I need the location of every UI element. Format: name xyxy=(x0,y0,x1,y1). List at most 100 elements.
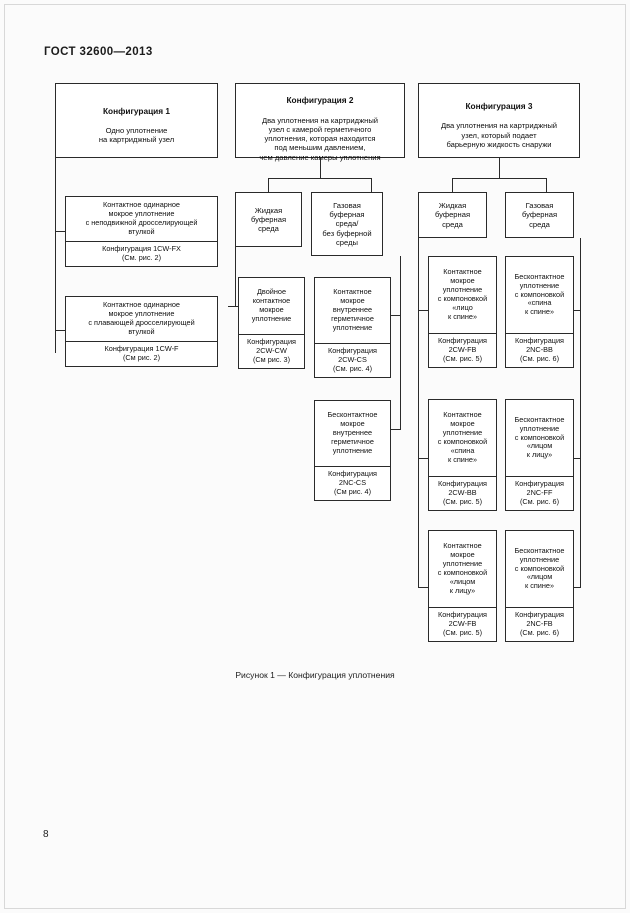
config3-liquid-item-1-config-wrap: Конфигурация 2CW-FB (См. рис. 5) xyxy=(429,333,496,367)
config3-liquid-item-1-config: Конфигурация 2CW-FB (См. рис. 5) xyxy=(438,336,487,363)
config3-title-box: Конфигурация 3 Два уплотнения на картрид… xyxy=(418,83,580,158)
config2-gas-item-1-description: Контактное мокрое внутреннее герметичное… xyxy=(331,287,374,332)
config2-gas-item-1-config-wrap: Конфигурация 2CW-CS (См. рис. 4) xyxy=(315,343,390,377)
config1-branch-2-config-wrap: Конфигурация 1CW-F (См рис. 2) xyxy=(66,341,217,366)
config3-liquid-item-1: Контактное мокрое уплотнение с компоновк… xyxy=(428,256,497,368)
config1-branch-1-config-wrap: Конфигурация 1CW-FX (См. рис. 2) xyxy=(66,241,217,266)
config3-connector-bar xyxy=(452,178,547,179)
config3-gas-item-2-description-wrap: Бесконтактное уплотнение с компоновкой «… xyxy=(506,400,573,476)
config1-heading: Конфигурация 1 xyxy=(102,105,171,116)
config2-connector-right-drop xyxy=(371,178,372,192)
config2-liquid-item-1-config: Конфигурация 2CW-CW (См рис. 3) xyxy=(247,337,296,364)
config3-gas-stub-2 xyxy=(571,458,581,459)
config3-gas-item-2-description: Бесконтактное уплотнение с компоновкой «… xyxy=(514,414,565,460)
config3-liquid-item-2-config: Конфигурация 2CW-BB (См. рис. 5) xyxy=(438,479,487,506)
config2-liquid-stub-1 xyxy=(228,306,238,307)
config3-gas-item-2-config: Конфигурация 2NC-FF (См. рис. 6) xyxy=(515,479,564,506)
config2-gas-item-1-description-wrap: Контактное мокрое внутреннее герметичное… xyxy=(315,278,390,343)
config2-title-box: Конфигурация 2 Два уплотнения на картрид… xyxy=(235,83,405,162)
config2-media-liquid-label: Жидкая буферная среда xyxy=(250,205,287,234)
config1-stub-2 xyxy=(55,330,65,331)
config1-branch-1-config: Конфигурация 1CW-FX (См. рис. 2) xyxy=(102,244,181,262)
config2-heading: Конфигурация 2 xyxy=(286,95,354,106)
config3-liquid-stub-3 xyxy=(418,587,428,588)
config3-gas-stub-3 xyxy=(571,587,581,588)
config3-gas-item-3: Бесконтактное уплотнение с компоновкой «… xyxy=(505,530,574,642)
config3-media-gas-label-wrap: Газовая буферная среда xyxy=(506,193,573,237)
page-number: 8 xyxy=(43,829,49,840)
config3-gas-item-1-config-wrap: Конфигурация 2NC-BB (См. рис. 6) xyxy=(506,333,573,367)
config3-liquid-item-2-description: Контактное мокрое уплотнение с компоновк… xyxy=(437,410,488,464)
config1-title-content: Конфигурация 1 Одно уплотнение на картри… xyxy=(56,84,217,157)
config1-branch-1: Контактное одинарное мокрое уплотнение с… xyxy=(65,196,218,267)
config2-gas-trunk xyxy=(400,256,401,430)
config2-gas-item-1-config: Конфигурация 2CW-CS (См. рис. 4) xyxy=(328,346,377,373)
config1-connector-trunk xyxy=(55,158,56,353)
config3-liquid-item-1-description-wrap: Контактное мокрое уплотнение с компоновк… xyxy=(429,257,496,333)
config2-gas-item-1: Контактное мокрое внутреннее герметичное… xyxy=(314,277,391,378)
config3-liquid-item-3: Контактное мокрое уплотнение с компоновк… xyxy=(428,530,497,642)
config1-branch-1-description: Контактное одинарное мокрое уплотнение с… xyxy=(85,200,198,236)
config2-gas-stub-1 xyxy=(391,315,401,316)
config3-liquid-item-3-config: Конфигурация 2CW-FB (См. рис. 5) xyxy=(438,610,487,637)
config3-gas-item-2-config-wrap: Конфигурация 2NC-FF (См. рис. 6) xyxy=(506,476,573,510)
config3-gas-item-1-config: Конфигурация 2NC-BB (См. рис. 6) xyxy=(515,336,564,363)
config1-branch-2-description: Контактное одинарное мокрое уплотнение с… xyxy=(88,300,195,336)
config3-liquid-stub-1 xyxy=(418,310,428,311)
config2-connector-left-drop xyxy=(268,178,269,192)
config1-branch-2-config: Конфигурация 1CW-F (См рис. 2) xyxy=(104,344,179,362)
config3-liquid-item-2: Контактное мокрое уплотнение с компоновк… xyxy=(428,399,497,511)
config2-connector-trunk xyxy=(320,158,321,179)
config2-gas-item-2-description-wrap: Бесконтактное мокрое внутреннее герметич… xyxy=(315,401,390,466)
config2-media-gas-label-wrap: Газовая буферная среда/ без буферной сре… xyxy=(312,193,382,255)
config3-gas-item-1-description: Бесконтактное уплотнение с компоновкой «… xyxy=(514,271,565,317)
config2-gas-item-2-config-wrap: Конфигурация 2NC-CS (См рис. 4) xyxy=(315,466,390,500)
config2-media-gas: Газовая буферная среда/ без буферной сре… xyxy=(311,192,383,256)
config2-media-liquid: Жидкая буферная среда xyxy=(235,192,302,247)
config3-liquid-item-1-description: Контактное мокрое уплотнение с компоновк… xyxy=(437,267,488,321)
config1-branch-1-description-wrap: Контактное одинарное мокрое уплотнение с… xyxy=(66,197,217,241)
config3-media-gas-label: Газовая буферная среда xyxy=(521,201,558,229)
config2-liquid-item-1-config-wrap: Конфигурация 2CW-CW (См рис. 3) xyxy=(239,334,304,368)
config2-gas-item-2-description: Бесконтактное мокрое внутреннее герметич… xyxy=(327,410,378,455)
config3-media-liquid-label-wrap: Жидкая буферная среда xyxy=(419,193,486,237)
config3-liquid-stub-2 xyxy=(418,458,428,459)
config3-gas-item-2: Бесконтактное уплотнение с компоновкой «… xyxy=(505,399,574,511)
config3-gas-item-3-description-wrap: Бесконтактное уплотнение с компоновкой «… xyxy=(506,531,573,607)
config3-connector-left-drop xyxy=(452,178,453,192)
config3-liquid-item-3-description: Контактное мокрое уплотнение с компоновк… xyxy=(437,541,488,595)
config2-description: Два уплотнения на картриджный узел с кам… xyxy=(259,115,381,162)
config3-gas-item-3-description: Бесконтактное уплотнение с компоновкой «… xyxy=(514,545,565,591)
config2-liquid-item-1-description: Двойное контактное мокрое уплотнение xyxy=(251,287,292,323)
config3-gas-item-1-description-wrap: Бесконтактное уплотнение с компоновкой «… xyxy=(506,257,573,333)
config2-gas-item-2: Бесконтактное мокрое внутреннее герметич… xyxy=(314,400,391,501)
config1-title-box: Конфигурация 1 Одно уплотнение на картри… xyxy=(55,83,218,158)
config3-media-liquid: Жидкая буферная среда xyxy=(418,192,487,238)
config1-branch-2: Контактное одинарное мокрое уплотнение с… xyxy=(65,296,218,367)
config3-liquid-trunk xyxy=(418,238,419,588)
config2-liquid-item-1-description-wrap: Двойное контактное мокрое уплотнение xyxy=(239,278,304,334)
config1-stub-1 xyxy=(55,231,65,232)
config3-title-content: Конфигурация 3 Два уплотнения на картрид… xyxy=(419,84,579,157)
config3-gas-item-3-config-wrap: Конфигурация 2NC-FB (См. рис. 6) xyxy=(506,607,573,641)
config2-gas-stub-2 xyxy=(391,429,401,430)
config2-title-content: Конфигурация 2 Два уплотнения на картрид… xyxy=(236,84,404,164)
config3-connector-right-drop xyxy=(546,178,547,192)
config3-heading: Конфигурация 3 xyxy=(465,101,533,112)
config2-media-liquid-label-wrap: Жидкая буферная среда xyxy=(236,193,301,246)
config3-gas-trunk xyxy=(580,238,581,588)
config3-gas-stub-1 xyxy=(571,310,581,311)
config2-liquid-item-1: Двойное контактное мокрое уплотнение Кон… xyxy=(238,277,305,369)
config3-description: Два уплотнения на картриджный узел, кото… xyxy=(440,121,558,149)
config3-media-gas: Газовая буферная среда xyxy=(505,192,574,238)
config3-gas-item-1: Бесконтактное уплотнение с компоновкой «… xyxy=(505,256,574,368)
config2-connector-bar xyxy=(268,178,372,179)
config3-liquid-item-3-config-wrap: Конфигурация 2CW-FB (См. рис. 5) xyxy=(429,607,496,641)
config3-connector-trunk xyxy=(499,158,500,179)
standard-header: ГОСТ 32600—2013 xyxy=(44,46,153,58)
config2-media-gas-label: Газовая буферная среда/ без буферной сре… xyxy=(322,200,372,247)
figure-caption: Рисунок 1 — Конфигурация уплотнения xyxy=(235,670,395,680)
config2-liquid-trunk xyxy=(235,247,236,307)
config3-liquid-item-2-config-wrap: Конфигурация 2CW-BB (См. рис. 5) xyxy=(429,476,496,510)
